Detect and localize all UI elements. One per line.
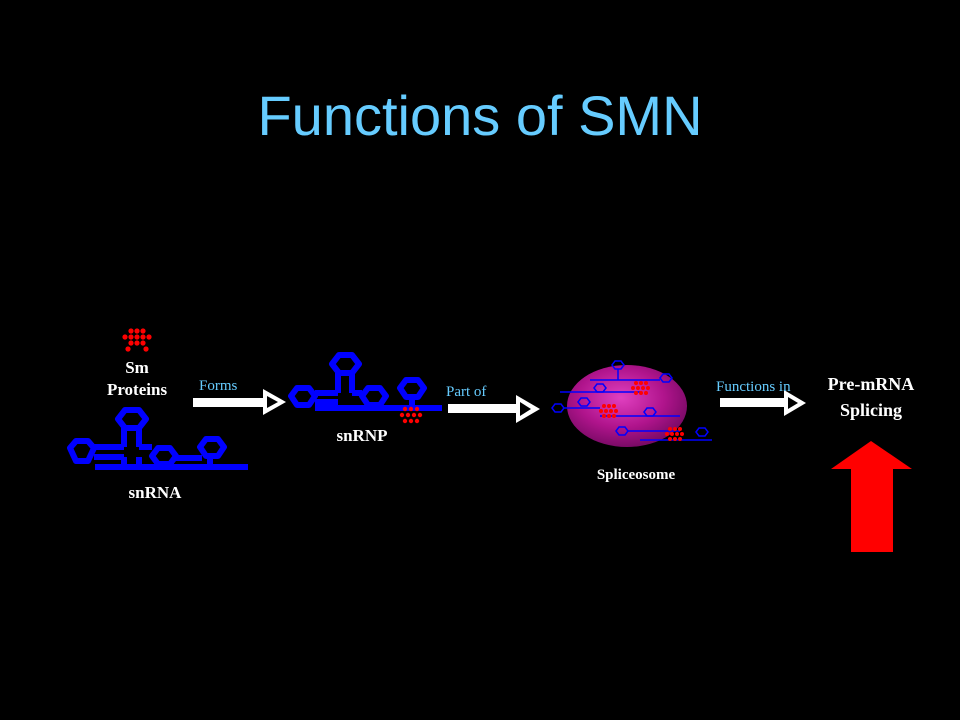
proteins-label: Proteins [107, 380, 168, 399]
forms-label: Forms [199, 378, 238, 394]
snrnp-structure-icon [288, 352, 442, 411]
spliceosome-label: Spliceosome [597, 467, 676, 483]
arrow-forms [193, 389, 286, 415]
part-of-label: Part of [446, 384, 486, 400]
sm-protein-cluster-icon [122, 328, 152, 352]
arrow-functions-in [720, 390, 806, 416]
functions-in-label: Functions in [716, 379, 791, 395]
snrna-label: snRNA [129, 483, 183, 502]
snrna-structure-icon [67, 407, 248, 470]
sm-label: Sm [125, 358, 149, 377]
spliceosome-icon [551, 360, 712, 447]
increase-arrow-icon [831, 441, 912, 552]
slide-title: Functions of SMN [257, 84, 703, 147]
arrow-part-of [448, 395, 540, 423]
snrnp-label: snRNP [336, 426, 387, 445]
snrnp-sm-protein-icon [399, 406, 423, 424]
pre-mrna-label: Pre-mRNA [828, 374, 915, 394]
splicing-label: Splicing [840, 400, 902, 420]
